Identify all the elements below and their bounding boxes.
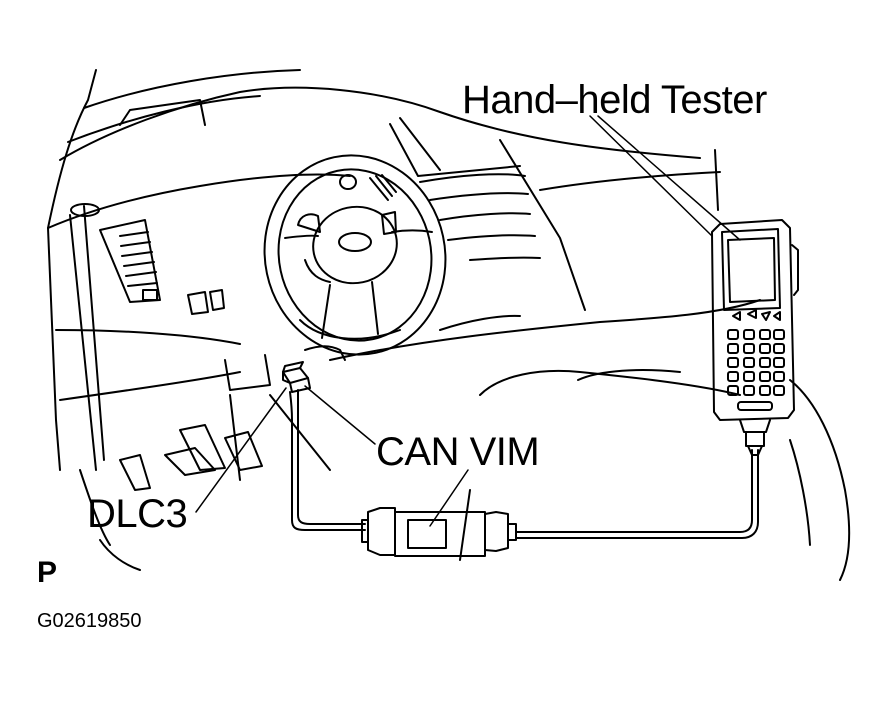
- view-letter-label: P: [37, 556, 58, 589]
- vim-leader-line: [430, 470, 468, 526]
- leader-lines: [196, 116, 740, 526]
- seat-outline: [460, 370, 849, 580]
- tester-leader-line: [590, 116, 712, 236]
- can-vim-label: CAN VIM: [376, 430, 540, 474]
- figure-code-label: G02619850: [37, 610, 142, 632]
- dlc3-label: DLC3: [87, 492, 188, 536]
- steering-wheel: [246, 138, 464, 371]
- tester-keypad: [728, 330, 784, 395]
- dashboard-outline: [48, 70, 760, 470]
- dlc3-leader-line: [196, 388, 286, 512]
- tester-leader-line-2: [598, 116, 740, 240]
- dlc3-connector: [283, 362, 365, 530]
- vim-leader-line-2: [305, 386, 375, 444]
- hand-held-tester-label: Hand–held Tester: [462, 78, 767, 122]
- hand-held-tester-device: [712, 220, 798, 455]
- instrument-gauge: [71, 204, 224, 314]
